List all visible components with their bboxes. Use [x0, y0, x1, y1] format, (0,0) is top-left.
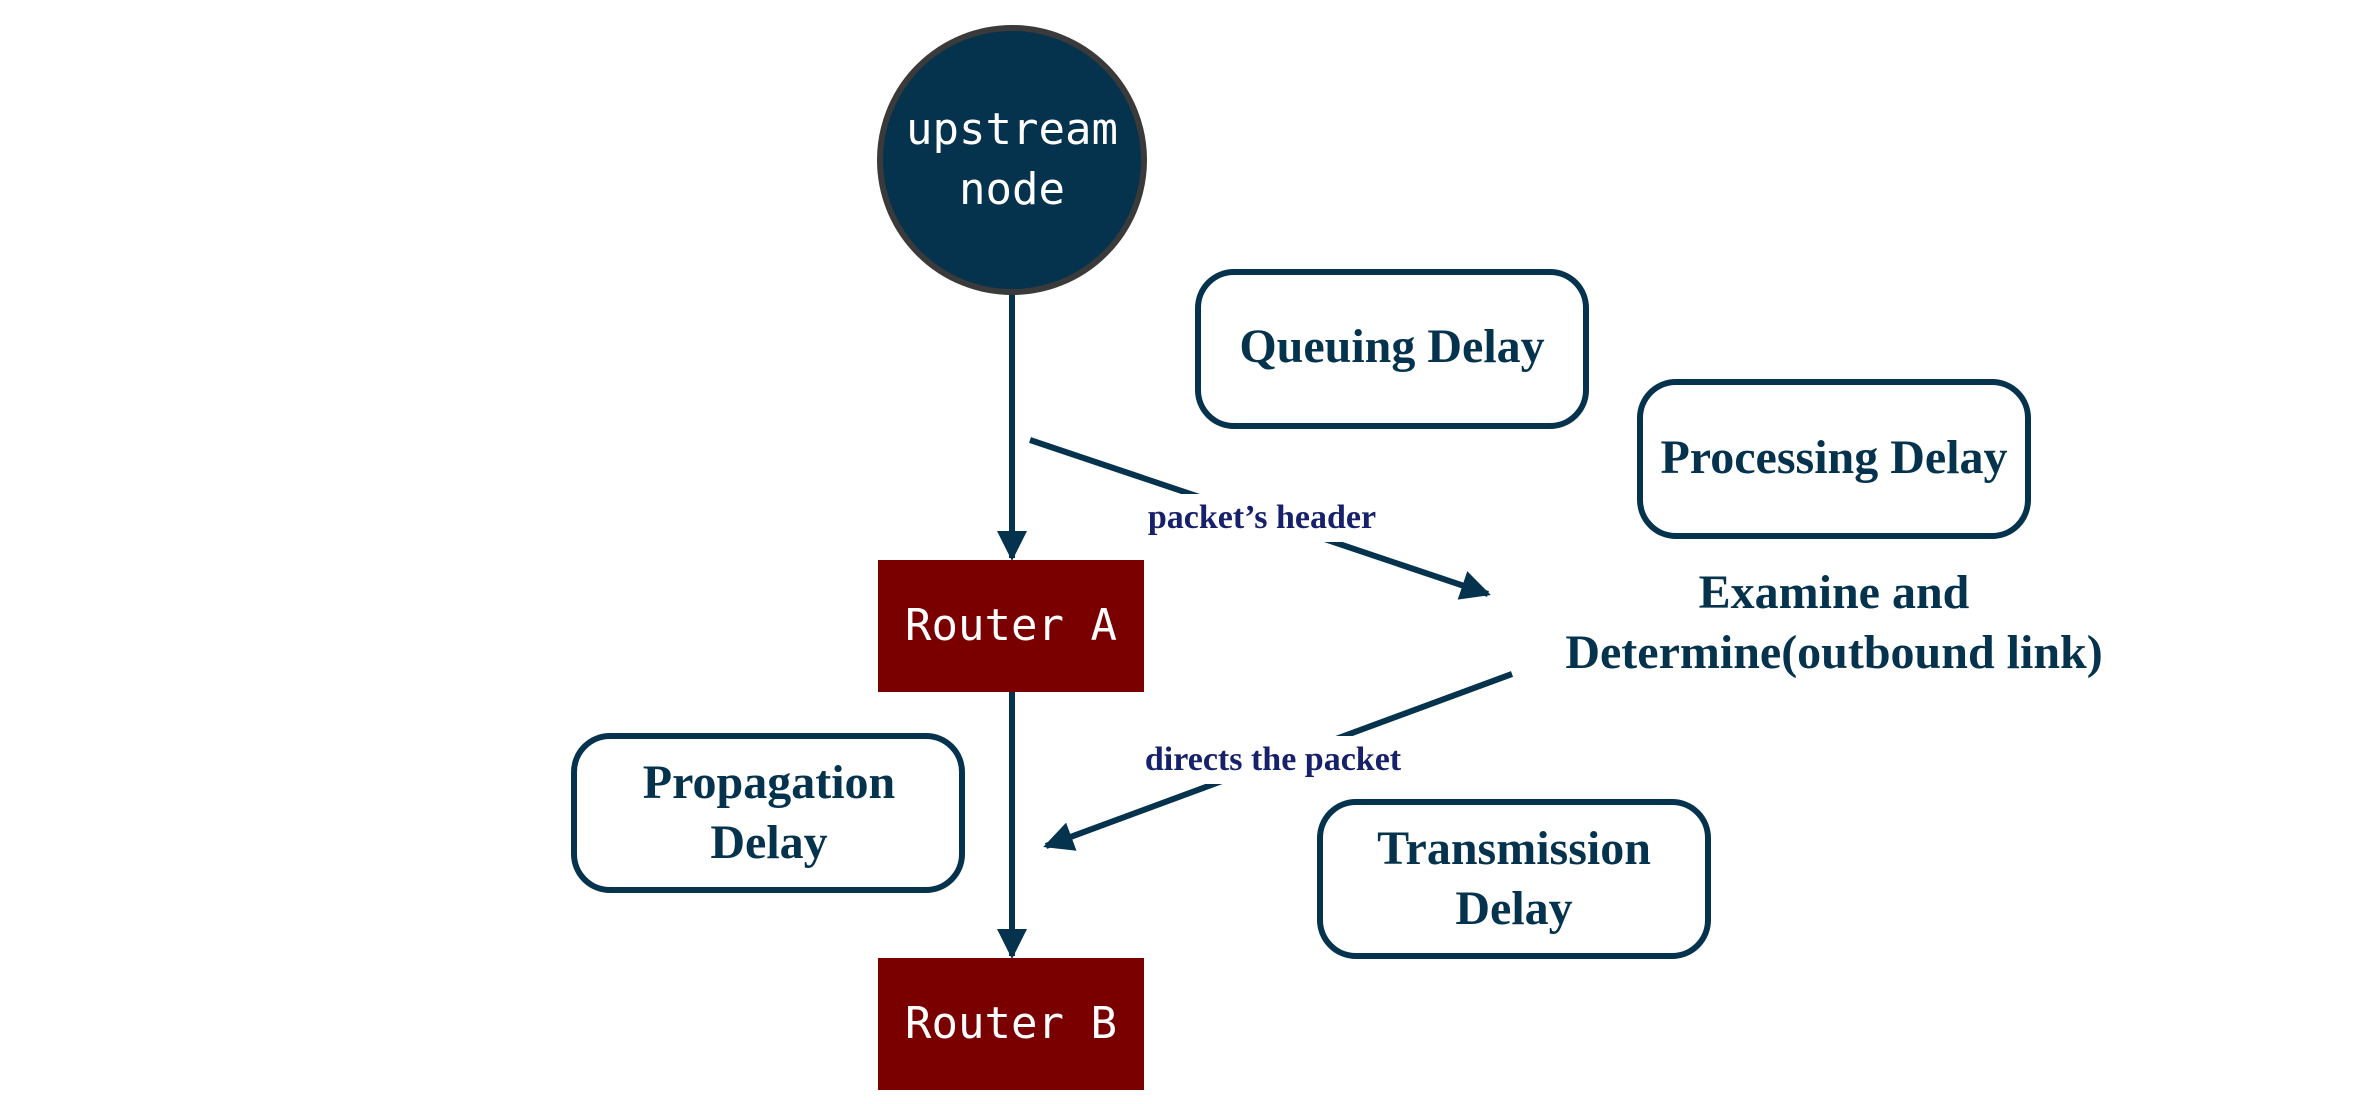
upstream-node-label-line1: upstream — [906, 104, 1118, 155]
upstream-node-circle — [877, 25, 1147, 295]
queuing-delay-label: Queuing Delay — [1239, 320, 1544, 373]
upstream-node-label-line2: node — [959, 164, 1065, 215]
directs-packet-label: directs the packet — [1145, 741, 1402, 778]
router-b-label: Router B — [905, 998, 1117, 1049]
propagation-delay-label-line1: Propagation — [643, 756, 895, 809]
transmission-delay-box — [1317, 799, 1711, 959]
router-a-label: Router A — [905, 600, 1117, 651]
transmission-delay-label-line2: Delay — [1455, 882, 1572, 935]
queuing-delay-box — [1195, 269, 1589, 429]
propagation-delay-box — [571, 733, 965, 893]
router-a-box — [878, 560, 1144, 692]
examine-label-line2: Determine(outbound link) — [1565, 626, 2102, 679]
transmission-delay-label-line1: Transmission — [1377, 822, 1651, 875]
processing-delay-box — [1637, 379, 2031, 539]
packet-header-label: packet’s header — [1148, 499, 1376, 536]
directs-packet-label-bg — [1122, 736, 1424, 784]
examine-label-line1: Examine and — [1699, 566, 1970, 619]
processing-delay-label: Processing Delay — [1660, 431, 2007, 484]
propagation-delay-label-line2: Delay — [710, 816, 827, 869]
packet-header-label-bg — [1112, 494, 1412, 542]
router-b-box — [878, 958, 1144, 1090]
